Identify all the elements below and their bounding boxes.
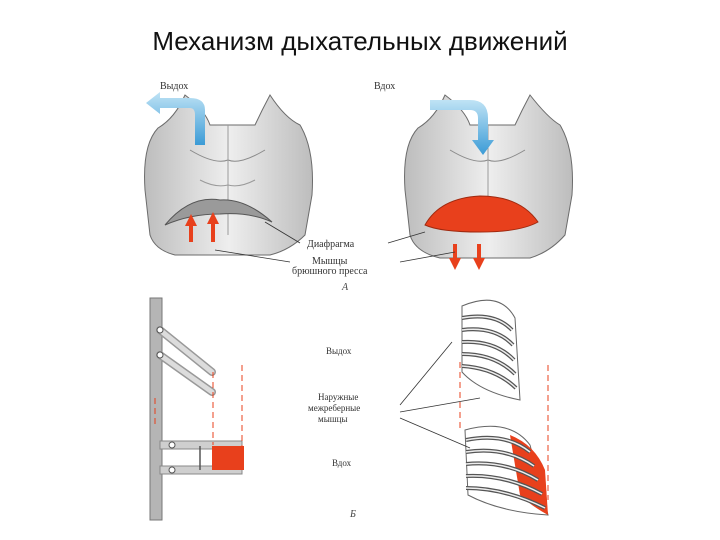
label-diaphragm: Диафрагма xyxy=(307,239,355,250)
label-panel-b: Б xyxy=(349,509,356,520)
label-intercostal-1: Наружные xyxy=(318,392,358,402)
rib-cage-inhale xyxy=(464,425,549,516)
leader-lines-bottom xyxy=(399,341,481,449)
exhale-air-arrow xyxy=(146,92,205,145)
diaphragm-relaxed xyxy=(164,198,273,226)
rib-cage-exhale xyxy=(461,299,521,401)
torso-inhale xyxy=(404,94,573,270)
ribs-inhale-model xyxy=(159,440,244,475)
level-guides-left xyxy=(154,365,243,448)
torso-exhale xyxy=(144,92,313,256)
label-abdominal-2: брюшного пресса xyxy=(292,266,368,277)
label-abdominal-1: Мышцы xyxy=(312,256,348,267)
inhale-air-arrow xyxy=(430,100,494,155)
leader-lines-top xyxy=(214,221,456,263)
label-intercostal-2: межреберные xyxy=(308,403,360,413)
intercostal-muscle-model xyxy=(212,446,244,470)
page-title: Механизм дыхательных движений xyxy=(152,26,568,56)
rib-lever-model xyxy=(149,297,244,521)
label-inhale-mid: Вдох xyxy=(332,458,352,468)
label-panel-a: А xyxy=(341,282,349,293)
label-exhale-mid: Выдох xyxy=(326,346,352,356)
label-intercostal-3: мышцы xyxy=(318,414,348,424)
abdominal-arrows-up xyxy=(185,212,219,242)
diaphragm-contracted xyxy=(424,195,539,233)
label-exhale-top: Выдох xyxy=(160,81,188,92)
level-guides-right xyxy=(459,362,549,500)
label-inhale-top: Вдох xyxy=(374,81,395,92)
ribs-exhale-model xyxy=(156,326,216,396)
